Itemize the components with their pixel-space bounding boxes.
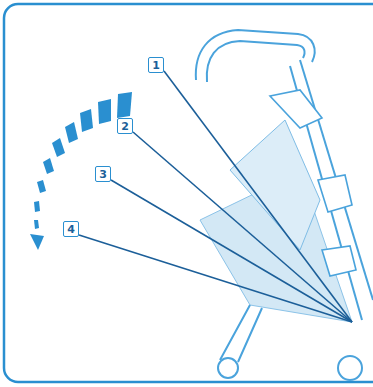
handle-inner xyxy=(207,41,305,82)
callout-number: 2 xyxy=(121,121,129,132)
leader-line xyxy=(79,235,352,322)
leader-line xyxy=(164,71,352,322)
arrow-dash xyxy=(52,138,65,157)
arrow-dash xyxy=(65,122,78,143)
arrow-head xyxy=(30,234,44,250)
arrow-dash xyxy=(80,109,93,132)
front-leg xyxy=(220,305,262,362)
frame-tube xyxy=(300,60,373,300)
callout-box: 3 xyxy=(95,166,111,182)
leader-line xyxy=(111,180,352,322)
frame-border xyxy=(4,4,373,382)
callout-box: 1 xyxy=(148,57,164,73)
callout-number: 3 xyxy=(99,169,107,180)
callout-box: 2 xyxy=(117,118,133,134)
backrest xyxy=(230,120,320,250)
arrow-dash xyxy=(98,99,111,124)
callout-number: 4 xyxy=(67,224,75,235)
wheel xyxy=(338,356,362,380)
wheel xyxy=(218,358,238,378)
leader-line xyxy=(133,132,352,322)
arrow-dash xyxy=(37,180,46,193)
leader-lines xyxy=(79,71,352,322)
arrow-dash xyxy=(34,220,39,229)
hinge xyxy=(322,246,356,276)
hinge xyxy=(270,90,322,128)
arrow-dash xyxy=(34,201,40,212)
callout-box: 4 xyxy=(63,221,79,237)
hinge xyxy=(318,175,352,212)
callout-number: 1 xyxy=(152,60,160,71)
arrow-dash xyxy=(117,92,132,118)
handle xyxy=(196,30,315,80)
recline-arrow xyxy=(30,92,132,250)
arrow-dash xyxy=(43,158,54,174)
